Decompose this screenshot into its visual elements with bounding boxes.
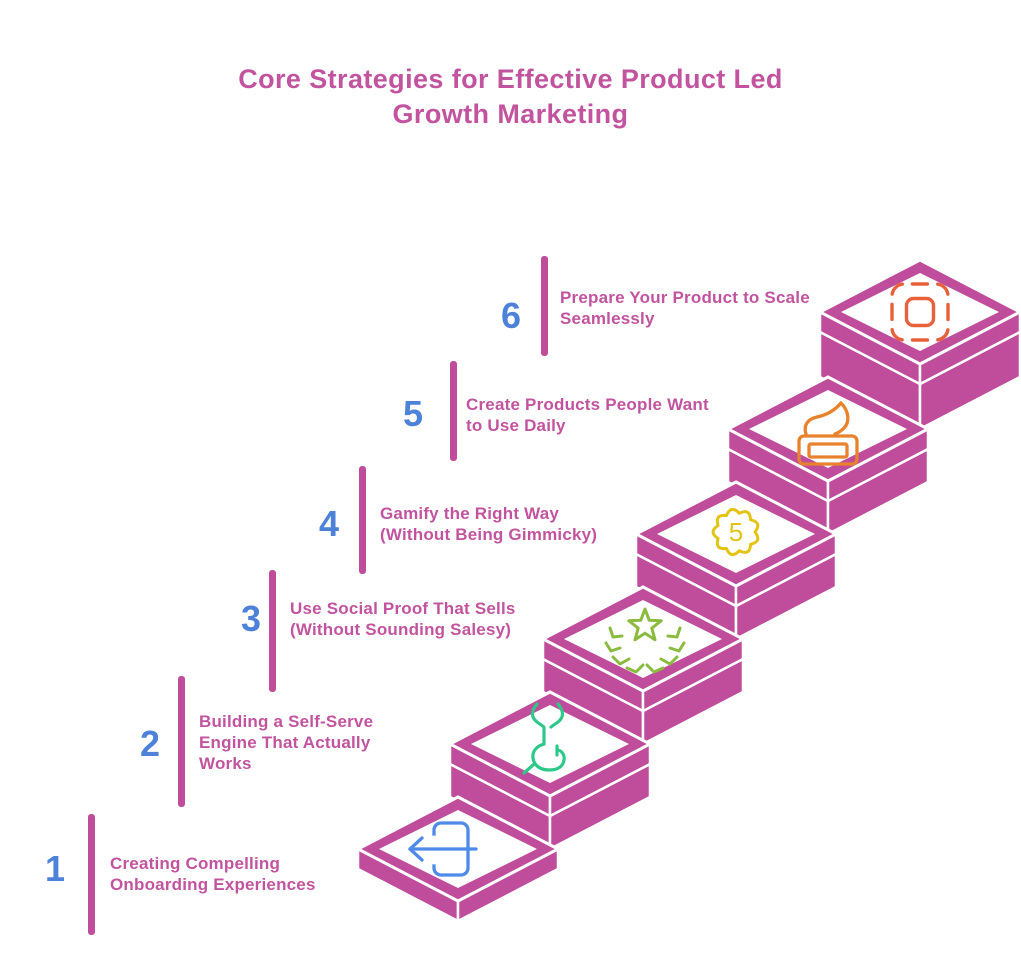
stair-top-panel [564, 600, 722, 678]
step-label: Create Products People Want to Use Daily [466, 395, 709, 435]
step-number: 6 [500, 295, 522, 336]
hand-holding-wrench-icon [522, 702, 566, 775]
step-connector-line [541, 256, 548, 356]
step-label: Creating Compelling Onboarding Experienc… [110, 854, 316, 894]
star-laurel-icon [604, 607, 686, 674]
stair-top-panel [749, 390, 907, 468]
step-connector-line [269, 570, 276, 692]
step-connector-line [450, 361, 457, 461]
stair-step-2 [446, 690, 654, 852]
stair-top-panel [657, 495, 815, 573]
stair-step-3 [539, 585, 747, 747]
stair-step-5 [724, 375, 932, 537]
login-arrow-icon [408, 821, 478, 877]
stair-step-1 [354, 795, 562, 924]
stair-top-panel [841, 273, 999, 351]
step-number: 5 [402, 393, 424, 434]
step-label: Gamify the Right Way (Without Being Gimm… [380, 504, 598, 544]
stair-step-4: 5 [632, 480, 840, 642]
step-number: 1 [44, 848, 66, 889]
stair-step-6 [816, 258, 1021, 432]
step-number: 4 [318, 503, 340, 544]
badge-number: 5 [729, 517, 743, 547]
step-label: Use Social Proof That Sells (Without Sou… [290, 599, 516, 639]
step-connector-line [178, 676, 185, 807]
step-connector-line [88, 814, 95, 935]
scale-frame-icon [890, 282, 950, 342]
stair-top-panel [471, 705, 629, 783]
step-label: Prepare Your Product to Scale Seamlessly [560, 288, 810, 328]
cream-jar-icon [797, 401, 859, 466]
step-connector-line [359, 466, 366, 574]
step-label: Building a Self-Serve Engine That Actual… [199, 712, 374, 773]
badge-icon: 5 [711, 507, 760, 557]
page-title: Core Strategies for Effective Product Le… [238, 64, 783, 129]
step-number: 3 [240, 598, 262, 639]
step-number: 2 [139, 723, 161, 764]
